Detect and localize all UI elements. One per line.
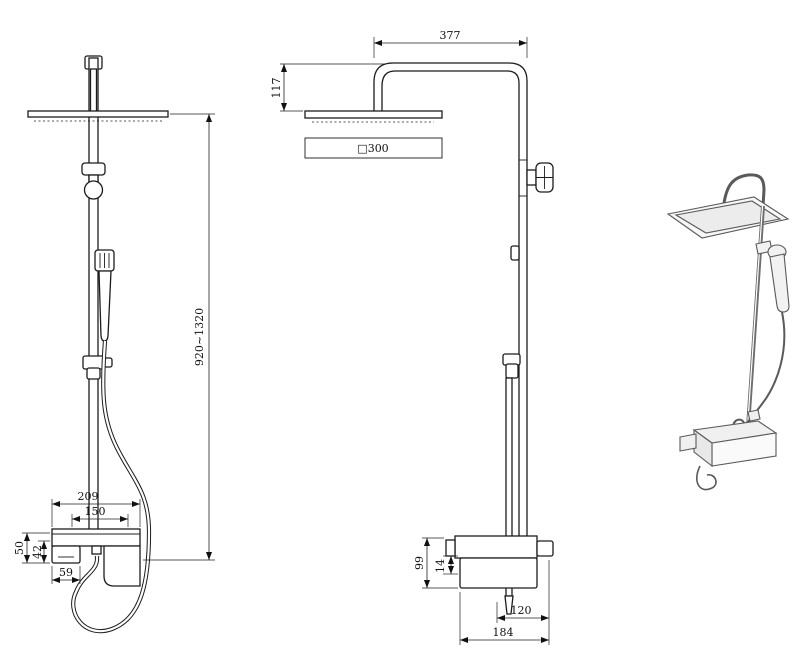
dim-184: 184 bbox=[493, 626, 514, 639]
head-size-callout: □300 bbox=[304, 137, 443, 159]
dim-14: 14 bbox=[434, 559, 447, 573]
perspective-mixer bbox=[679, 409, 778, 491]
perspective-hand-shower bbox=[755, 240, 790, 313]
rain-shower-head-side bbox=[304, 110, 443, 123]
side-view: □300 377 117 bbox=[270, 29, 554, 645]
dim-50: 50 bbox=[13, 541, 26, 555]
dim-209: 209 bbox=[78, 490, 99, 503]
dimension-arm-length: 377 bbox=[373, 29, 528, 58]
shower-hose-front bbox=[71, 340, 152, 634]
dim-920-1320: 920~1320 bbox=[193, 308, 206, 366]
mixer-front bbox=[51, 528, 141, 587]
diverter-knob-side bbox=[526, 162, 554, 193]
dimension-head-drop: 117 bbox=[270, 63, 385, 112]
dim-59: 59 bbox=[59, 566, 73, 579]
slider-bracket-side bbox=[502, 245, 521, 379]
dimension-spout-height: 50 bbox=[13, 532, 50, 564]
perspective-shower-arm bbox=[722, 173, 766, 207]
dimension-body-height: 42 bbox=[31, 540, 50, 563]
perspective-rain-head bbox=[666, 196, 790, 239]
perspective-view bbox=[666, 173, 790, 491]
dimension-spout-lip: 14 bbox=[434, 555, 458, 575]
dim-99: 99 bbox=[413, 556, 426, 570]
dimension-mixer-width: 209 bbox=[51, 490, 141, 527]
shower-pipe-side bbox=[373, 62, 528, 538]
dimension-height-range: 920~1320 bbox=[143, 113, 215, 561]
front-view: 209 150 920~1320 bbox=[13, 55, 215, 634]
dim-42: 42 bbox=[31, 545, 44, 559]
dimension-lower-depth: 120 bbox=[496, 560, 550, 645]
slider-bracket-front bbox=[82, 355, 113, 380]
dimension-overall-depth: 184 bbox=[459, 592, 549, 645]
rain-shower-head-front bbox=[27, 110, 169, 122]
diverter-knob-front bbox=[81, 162, 106, 200]
hanging-hose-side bbox=[504, 377, 514, 615]
dim-150: 150 bbox=[85, 505, 106, 518]
dim-120: 120 bbox=[511, 604, 532, 617]
dim-300: □300 bbox=[357, 142, 388, 155]
dimension-mixer-height: 99 bbox=[413, 537, 458, 589]
mixer-side bbox=[445, 535, 554, 589]
dim-377: 377 bbox=[440, 29, 461, 42]
dim-117: 117 bbox=[270, 78, 283, 99]
dimension-spout-width: 59 bbox=[51, 566, 81, 584]
dimension-handle-spacing: 150 bbox=[71, 505, 129, 527]
